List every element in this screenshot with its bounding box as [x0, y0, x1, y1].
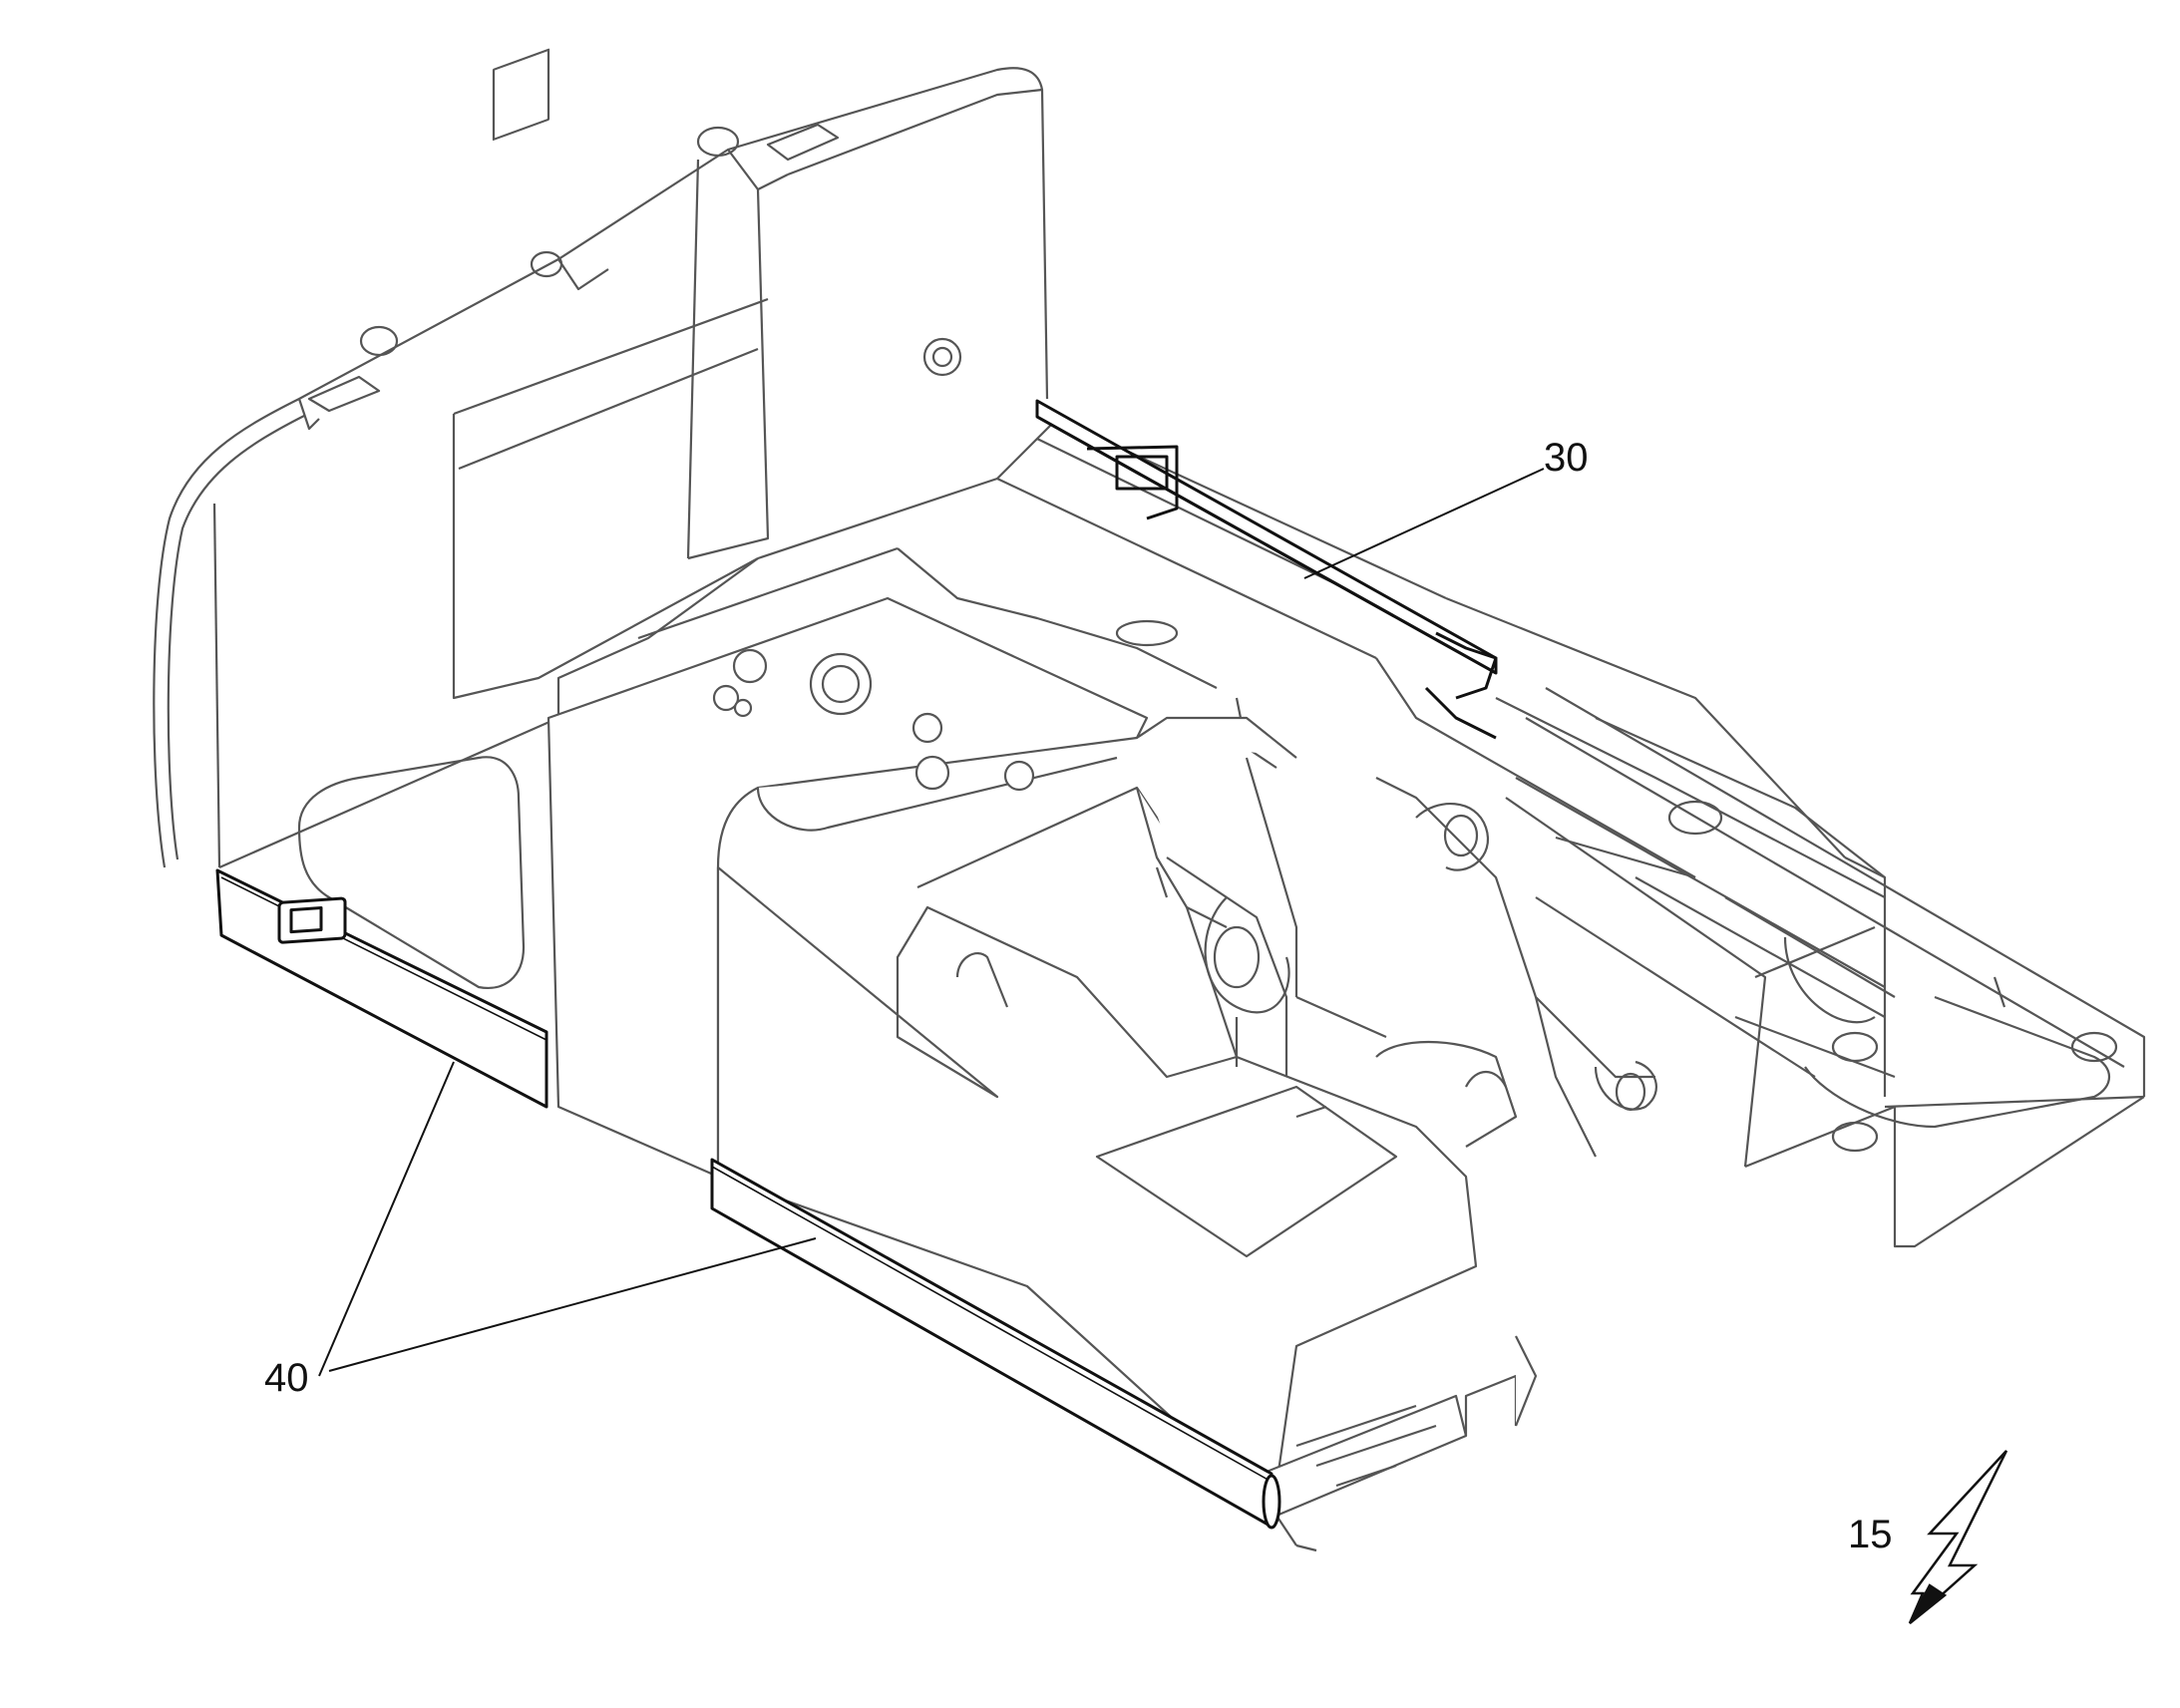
leader-30	[1303, 468, 1545, 579]
side-rail	[1515, 687, 2146, 1248]
kick-plate-right	[710, 1158, 1281, 1530]
view-arrow-icon	[1908, 1450, 2008, 1624]
reference-numeral-40: 40	[264, 1356, 309, 1400]
leader-40-a	[318, 1061, 455, 1377]
access-step	[1255, 1335, 1538, 1552]
boom-mount	[1166, 777, 1657, 1158]
counterweight-housing	[153, 48, 1049, 868]
leader-40-b	[328, 1237, 817, 1372]
tank-block	[546, 596, 1478, 1488]
kick-plate-left	[215, 868, 548, 1109]
leader-lines	[318, 468, 1545, 1377]
reference-numeral-15: 15	[1848, 1513, 1893, 1556]
guard-rail-30	[1035, 399, 1498, 740]
reference-numeral-30: 30	[1544, 436, 1589, 480]
